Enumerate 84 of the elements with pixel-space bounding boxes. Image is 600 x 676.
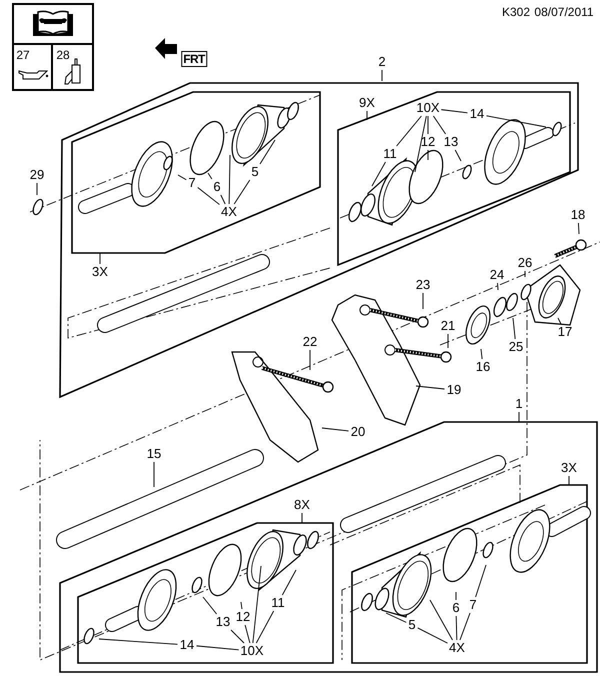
leader-line <box>396 116 422 146</box>
callout-number: 19 <box>444 382 464 398</box>
leader-line <box>202 596 218 614</box>
leader-line <box>282 570 296 596</box>
callout-number: 18 <box>568 207 588 223</box>
callout-number: 26 <box>516 255 534 271</box>
callout-number: 10X <box>414 100 442 116</box>
callout-number: 17 <box>556 324 574 340</box>
callout-number: 14 <box>178 637 196 653</box>
leader-line <box>220 194 226 204</box>
callout-number: 23 <box>414 277 432 293</box>
callout-number: 12 <box>234 609 252 625</box>
leader-line <box>244 624 250 644</box>
callout-number: 10X <box>238 643 266 659</box>
direction-label: FRT <box>181 51 207 67</box>
leader-line <box>486 115 546 128</box>
callout-number: 25 <box>506 339 526 355</box>
leader-line <box>98 638 178 645</box>
leader-line <box>230 630 244 644</box>
leader-line <box>417 628 448 644</box>
leader-line <box>322 428 349 432</box>
leader-line <box>440 109 468 114</box>
date-label: 08/07/2011 <box>534 5 594 19</box>
leader-line <box>208 172 212 180</box>
callout-number: 22 <box>300 334 320 350</box>
leader-line <box>386 612 407 623</box>
leader-line <box>524 270 526 278</box>
callout-number: 12 <box>418 134 438 150</box>
reference-number: 28 <box>56 48 70 62</box>
callout-number: 14 <box>468 106 486 122</box>
callout-number: 1 <box>513 396 525 412</box>
leader-line <box>414 116 427 172</box>
leader-line <box>416 386 445 390</box>
leader-line <box>197 187 220 205</box>
callout-number: 6 <box>450 600 462 616</box>
page-code: K302 <box>502 5 530 19</box>
leader-line <box>480 348 483 360</box>
leader-line <box>430 600 453 640</box>
leader-line <box>366 110 368 120</box>
leader-line <box>228 154 230 204</box>
callout-number: 16 <box>474 359 492 375</box>
callout-number: 5 <box>406 617 418 633</box>
callout-number: 13 <box>442 134 460 150</box>
leader-line <box>432 116 446 134</box>
callout-number: 5 <box>249 164 261 180</box>
callout-number: 4X <box>220 204 238 220</box>
callout-number: 9X <box>358 95 376 111</box>
leader-line <box>178 174 187 180</box>
callout-number: 11 <box>380 146 400 162</box>
callout-number: 15 <box>144 446 164 462</box>
leader-line <box>196 645 240 650</box>
leader-line <box>518 412 520 422</box>
callout-number: 2 <box>376 54 388 70</box>
callout-number: 29 <box>28 167 46 183</box>
leader-line <box>36 182 38 196</box>
leader-line <box>422 292 424 310</box>
callout-number: 13 <box>214 614 232 630</box>
callout-number: 21 <box>438 318 458 334</box>
leader-line <box>475 564 486 598</box>
callout-number: 3X <box>560 460 578 476</box>
reference-number: 27 <box>16 48 30 62</box>
leader-line <box>460 612 470 640</box>
leader-line <box>454 150 462 162</box>
callout-number: 7 <box>186 175 198 191</box>
callout-number: 4X <box>448 640 466 656</box>
leader-line <box>512 318 516 340</box>
leader-line <box>372 162 386 186</box>
leader-line <box>578 222 580 234</box>
leader-line <box>256 610 274 644</box>
leader-line <box>252 566 262 644</box>
leader-line <box>240 602 242 610</box>
callout-number: 3X <box>90 264 110 280</box>
leader-line <box>568 476 570 486</box>
callout-number: 6 <box>211 179 223 195</box>
callout-number: 7 <box>467 597 479 613</box>
leader-line <box>234 180 250 204</box>
leader-line <box>497 282 498 290</box>
callout-number: 8X <box>292 497 312 513</box>
leader-line <box>260 140 276 164</box>
leader-line <box>558 318 562 324</box>
callout-number: 11 <box>268 595 288 611</box>
callout-number: 24 <box>488 267 506 283</box>
leader-line <box>456 616 458 640</box>
callout-number: 20 <box>348 424 368 440</box>
